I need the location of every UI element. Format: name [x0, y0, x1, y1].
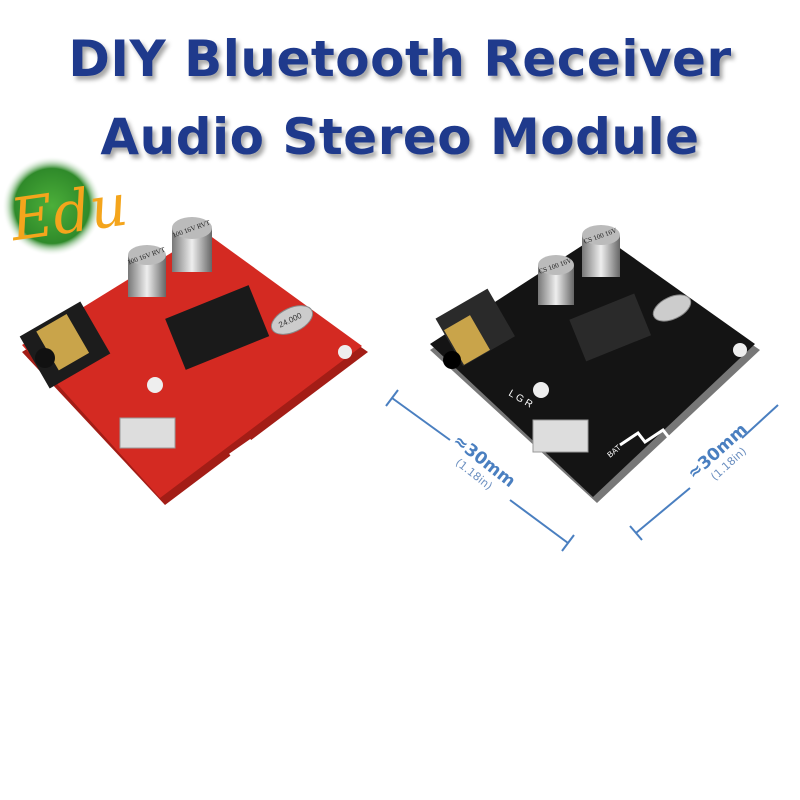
svg-text:Edu: Edu: [5, 171, 131, 255]
chip: [569, 293, 652, 362]
usb-port: [119, 417, 176, 449]
usb-port: [532, 419, 589, 453]
title-line-2: Audio Stereo Module: [100, 108, 700, 166]
dimension-line-right: [629, 404, 779, 541]
chip: [165, 285, 270, 370]
antenna: [619, 422, 714, 447]
title-line-1: DIY Bluetooth Receiver: [68, 30, 732, 88]
dimension-line-left: [385, 389, 575, 552]
red-bluetooth-board: 24.000 100 16V RVT 100 16V RVT: [19, 217, 368, 505]
edu-logo: Edu: [2, 156, 132, 256]
crystal: [270, 305, 314, 335]
crystal: [652, 294, 692, 322]
antenna: [229, 427, 335, 457]
black-bluetooth-board: CS 100 16V CS 100 16V L G R BAT: [430, 225, 760, 503]
